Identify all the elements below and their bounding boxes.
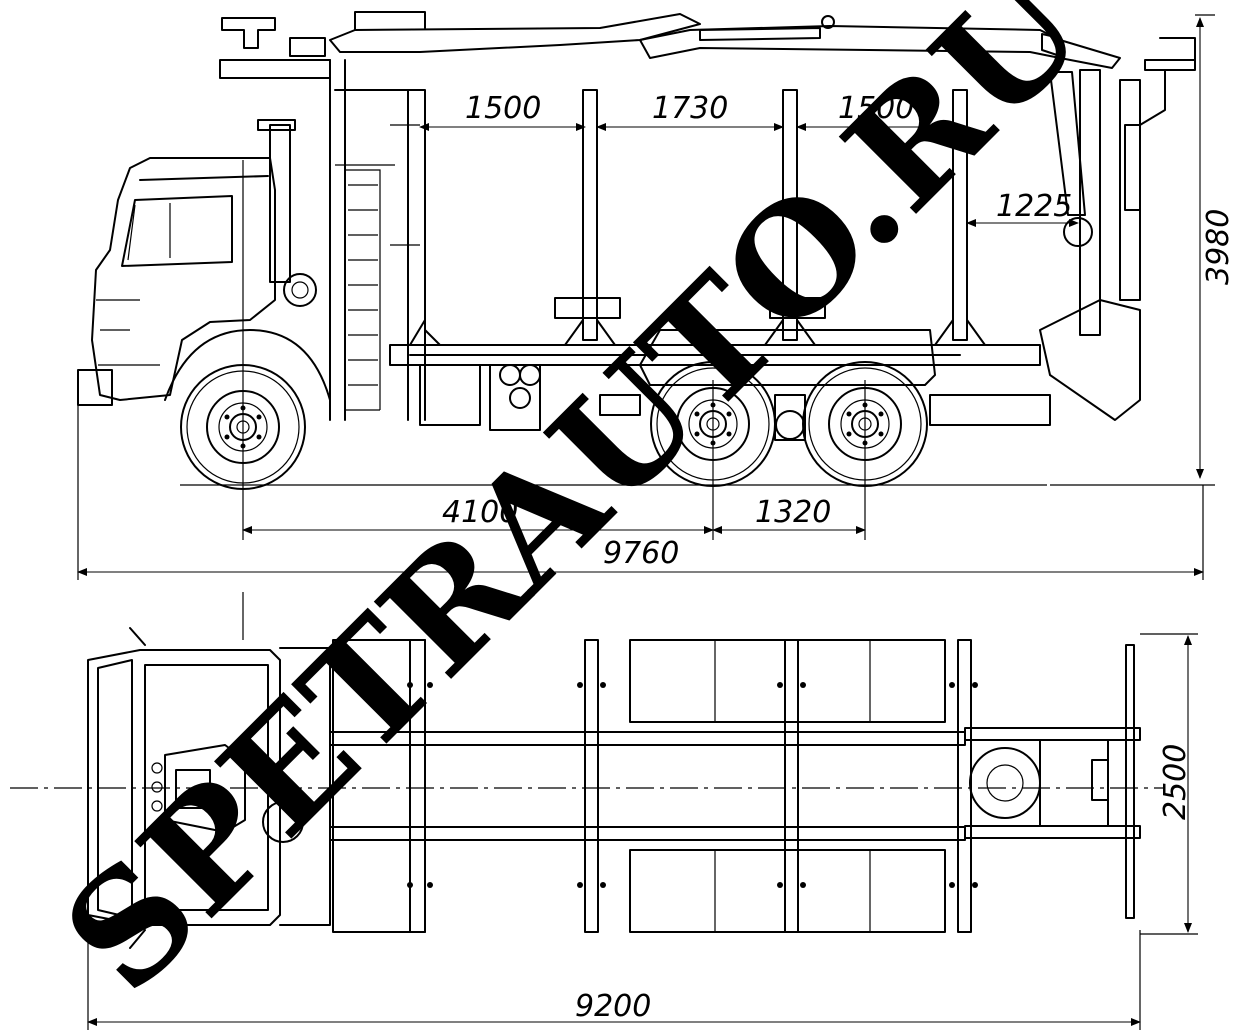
- crane-boom: [219, 11, 1121, 79]
- bogie-hub: [774, 394, 806, 441]
- top-view: [10, 592, 1165, 949]
- dim-post-spacing-2: 1730: [652, 91, 728, 126]
- crane-base-top: [969, 644, 1135, 919]
- chassis-frame: [389, 299, 1141, 431]
- rear-crane-pillar: [1049, 37, 1196, 336]
- dim-overall-width: 2500: [1158, 744, 1193, 820]
- dim-total-height: 3980: [1201, 209, 1236, 285]
- side-view: [77, 11, 1196, 490]
- watermark: SPETRAUTO.RU: [31, 0, 1117, 1025]
- cab: [77, 119, 331, 406]
- bunks-top: [332, 639, 972, 933]
- frame-rails-top: [329, 727, 1141, 841]
- dim-post-spacing-1: 1500: [465, 91, 541, 126]
- cab-top: [87, 627, 331, 949]
- dim-wheelbase: 4100: [442, 495, 518, 530]
- dim-crane-offset: 1225: [996, 189, 1072, 224]
- side-dimensions: 1500 1730 1500 1225 3980 4100 1320 9760: [77, 14, 1236, 580]
- dim-frame-length: 9200: [575, 989, 651, 1024]
- dim-post-spacing-3: 1500: [838, 91, 914, 126]
- top-dimensions: 2500 9200: [87, 633, 1198, 1030]
- bolts: [407, 682, 978, 888]
- dim-overall-length: 9760: [603, 536, 679, 571]
- stake-posts: [409, 89, 986, 346]
- dim-bogie-spacing: 1320: [755, 495, 831, 530]
